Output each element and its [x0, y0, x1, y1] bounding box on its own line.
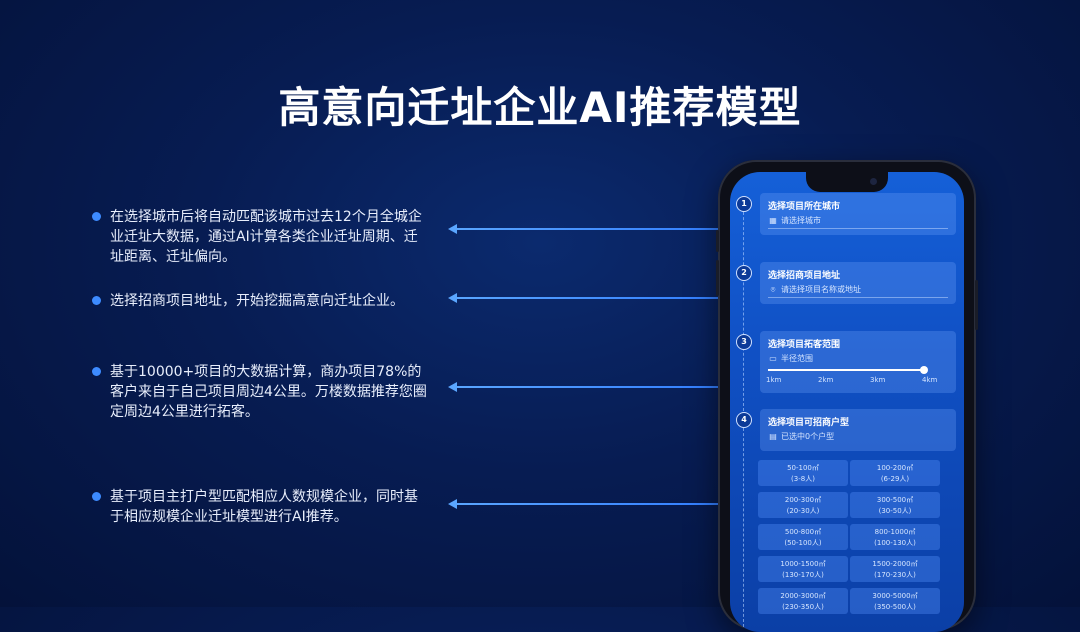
arrow-left-icon	[448, 293, 457, 303]
unit-area: 1500-2000㎡	[872, 560, 918, 568]
unit-people: (6-29人)	[880, 475, 910, 483]
bullet-dot-icon	[92, 296, 101, 305]
card-title: 选择项目可招商户型	[768, 418, 850, 428]
volume-button	[716, 230, 719, 252]
unit-people: (170-230人)	[874, 571, 916, 579]
power-button	[975, 280, 978, 330]
location-pin-icon: ⌾	[770, 285, 776, 294]
volume-button	[716, 260, 719, 296]
input-placeholder: 请选择项目名称或地址	[781, 285, 861, 294]
input-placeholder: 请选择城市	[781, 216, 821, 225]
unit-type-option[interactable]: 500-800㎡ (50-100人)	[758, 524, 848, 550]
step-number-1: 1	[736, 196, 752, 212]
ruler-icon: ▭	[769, 354, 777, 363]
card-title: 选择项目所在城市	[768, 202, 841, 212]
arrow-left-icon	[448, 224, 457, 234]
phone-notch	[806, 172, 888, 192]
unit-area: 2000-3000㎡	[780, 592, 826, 600]
unit-area: 500-800㎡	[784, 528, 822, 536]
address-select-card[interactable]: 选择招商项目地址 ⌾ 请选择项目名称或地址	[760, 262, 956, 304]
unit-type-option[interactable]: 100-200㎡ (6-29人)	[850, 460, 940, 486]
unit-area: 50-100㎡	[787, 464, 819, 472]
unit-type-card[interactable]: 选择项目可招商户型 ▤已选中0个户型	[760, 409, 956, 451]
unit-people: (230-350人)	[782, 603, 824, 611]
step-number-2: 2	[736, 265, 752, 281]
radius-tick-label: 2km	[818, 376, 834, 384]
phone-mockup: 1 选择项目所在城市 ▦ 请选择城市 2 选择招商项目地址 ⌾ 请选择项目名称或地址…	[716, 160, 978, 632]
unit-type-option[interactable]: 2000-3000㎡ (230-350人)	[758, 588, 848, 614]
unit-type-option[interactable]: 1500-2000㎡ (170-230人)	[850, 556, 940, 582]
unit-people: (20-30人)	[786, 507, 820, 515]
unit-type-summary: ▤已选中0个户型	[769, 432, 835, 441]
unit-people: (100-130人)	[874, 539, 916, 547]
connector-arrow-2	[448, 293, 740, 303]
radius-card: 选择项目拓客范围 ▭半径范围 1km 2km 3km 4km	[760, 331, 956, 393]
unit-people: (50-100人)	[784, 539, 822, 547]
page-title: 高意向迁址企业AI推荐模型	[278, 83, 802, 132]
radius-tick-label: 4km	[922, 376, 938, 384]
unit-type-option[interactable]: 200-300㎡ (20-30人)	[758, 492, 848, 518]
unit-people: (130-170人)	[782, 571, 824, 579]
phone-screen: 1 选择项目所在城市 ▦ 请选择城市 2 选择招商项目地址 ⌾ 请选择项目名称或地址…	[730, 172, 964, 632]
bullet-text: 基于10000+项目的大数据计算，商办项目78%的客户来自于自己项目周边4公里。…	[110, 364, 427, 420]
document-icon: ▤	[769, 432, 777, 441]
connector-arrow-4	[448, 499, 740, 509]
radius-tick-label: 3km	[870, 376, 886, 384]
unit-type-option[interactable]: 300-500㎡ (30-50人)	[850, 492, 940, 518]
unit-area: 1000-1500㎡	[780, 560, 826, 568]
unit-type-option[interactable]: 1000-1500㎡ (130-170人)	[758, 556, 848, 582]
arrow-left-icon	[448, 499, 457, 509]
bullet-dot-icon	[92, 212, 101, 221]
address-select-input[interactable]: ⌾ 请选择项目名称或地址	[768, 284, 861, 295]
connector-arrow-1	[448, 224, 740, 234]
city-select-card[interactable]: 选择项目所在城市 ▦ 请选择城市	[760, 193, 956, 235]
unit-area: 200-300㎡	[784, 496, 822, 504]
unit-area: 3000-5000㎡	[872, 592, 918, 600]
camera-icon	[870, 178, 877, 185]
bullet-text: 在选择城市后将自动匹配该城市过去12个月全城企业迁址大数据，通过AI计算各类企业…	[110, 209, 422, 265]
building-icon: ▦	[769, 216, 777, 225]
unit-area: 300-500㎡	[876, 496, 914, 504]
unit-people: (3-8人)	[791, 475, 815, 483]
card-title: 选择招商项目地址	[768, 271, 841, 281]
radius-slider-handle[interactable]	[920, 366, 928, 374]
step-number-3: 3	[736, 334, 752, 350]
unit-type-option[interactable]: 50-100㎡ (3-8人)	[758, 460, 848, 486]
radius-label: ▭半径范围	[769, 354, 813, 363]
radius-slider[interactable]	[768, 366, 928, 374]
unit-area: 100-200㎡	[876, 464, 914, 472]
unit-type-option[interactable]: 3000-5000㎡ (350-500人)	[850, 588, 940, 614]
bullet-dot-icon	[92, 367, 101, 376]
unit-people: (350-500人)	[874, 603, 916, 611]
radius-slider-fill	[768, 369, 924, 371]
radius-tick-label: 1km	[766, 376, 782, 384]
city-select-input[interactable]: ▦ 请选择城市	[768, 215, 821, 226]
step-number-4: 4	[736, 412, 752, 428]
unit-people: (30-50人)	[878, 507, 912, 515]
unit-area: 800-1000㎡	[874, 528, 916, 536]
card-title: 选择项目拓客范围	[768, 340, 841, 350]
unit-type-option[interactable]: 800-1000㎡ (100-130人)	[850, 524, 940, 550]
connector-arrow-3	[448, 382, 740, 392]
bullet-text: 基于项目主打户型匹配相应人数规模企业，同时基于相应规模企业迁址模型进行AI推荐。	[110, 489, 418, 525]
bullet-text: 选择招商项目地址，开始挖掘高意向迁址企业。	[110, 293, 404, 309]
bullet-dot-icon	[92, 492, 101, 501]
arrow-left-icon	[448, 382, 457, 392]
